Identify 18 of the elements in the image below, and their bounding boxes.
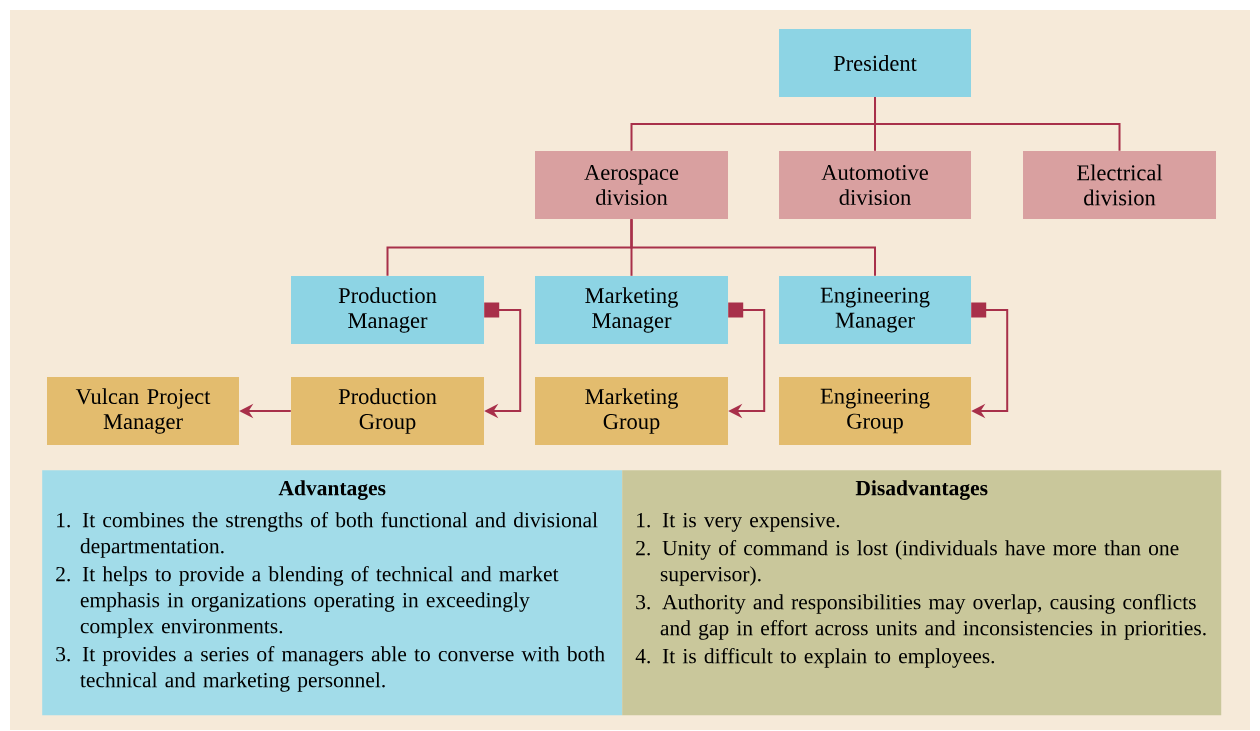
role-box: Engineering Manager xyxy=(779,276,971,344)
group-box: Production Group xyxy=(291,377,484,445)
list-panel: Advantages 1. It combines the strengths of both functional and divisional departmentation. 2. It helps to provide a blending of technical and market emphasis in organizations operating in exceedingly complex environments. 3. It provides a series of managers able to converse with both technical and marketing personnel. xyxy=(42,470,623,716)
list-panel: Disadvantages 1. It is very expensive. 2. Unity of command is lost (individuals have more than one supervisor). 3. Authority and responsibilities may overlap, causing conflicts and gap in effort across units and inconsistencies in priorities. 4. It is difficult to explain to employees. xyxy=(622,470,1222,716)
role-box: Production Manager xyxy=(291,276,484,344)
arrow xyxy=(971,302,1009,419)
division-box: Automotive division xyxy=(779,151,971,219)
arrow xyxy=(484,302,522,419)
connector-line xyxy=(630,218,876,277)
division-box: Electrical division xyxy=(1023,151,1216,219)
role-box: President xyxy=(779,29,971,97)
group-box: Vulcan Project Manager xyxy=(47,377,239,445)
division-box: Aerospace division xyxy=(535,151,728,219)
group-box: Engineering Group xyxy=(779,377,971,445)
connector-line xyxy=(874,96,1121,152)
group-box: Marketing Group xyxy=(535,377,728,445)
role-box: Marketing Manager xyxy=(535,276,728,344)
arrow xyxy=(728,302,766,419)
